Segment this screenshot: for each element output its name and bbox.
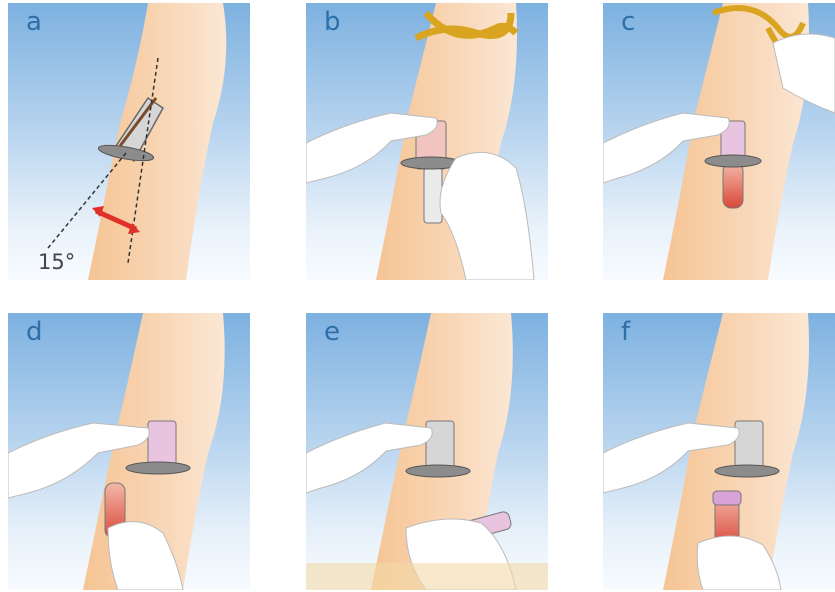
syringe — [424, 168, 442, 223]
tube-removal-illustration — [306, 313, 548, 590]
panel-label: b — [324, 7, 341, 37]
panel-e: e — [306, 313, 548, 590]
blood-tube — [723, 163, 743, 208]
panel-a: a 15° — [8, 3, 250, 280]
panel-label: a — [26, 7, 42, 37]
panel-b: b — [306, 3, 548, 280]
panel-f: f — [603, 313, 835, 590]
blood-draw-illustration — [8, 313, 250, 590]
panel-label: e — [324, 317, 340, 347]
panel-c: c — [603, 3, 835, 280]
panel-label: d — [26, 317, 43, 347]
forearm-illustration — [8, 3, 250, 280]
angle-label: 15° — [38, 250, 75, 274]
tube-mixing-illustration — [603, 313, 835, 590]
panel-label: f — [621, 317, 630, 347]
panel-label: c — [621, 7, 635, 37]
tube-insertion-illustration — [603, 3, 835, 280]
panel-d: d — [8, 313, 250, 590]
tourniquet-illustration — [306, 3, 548, 280]
